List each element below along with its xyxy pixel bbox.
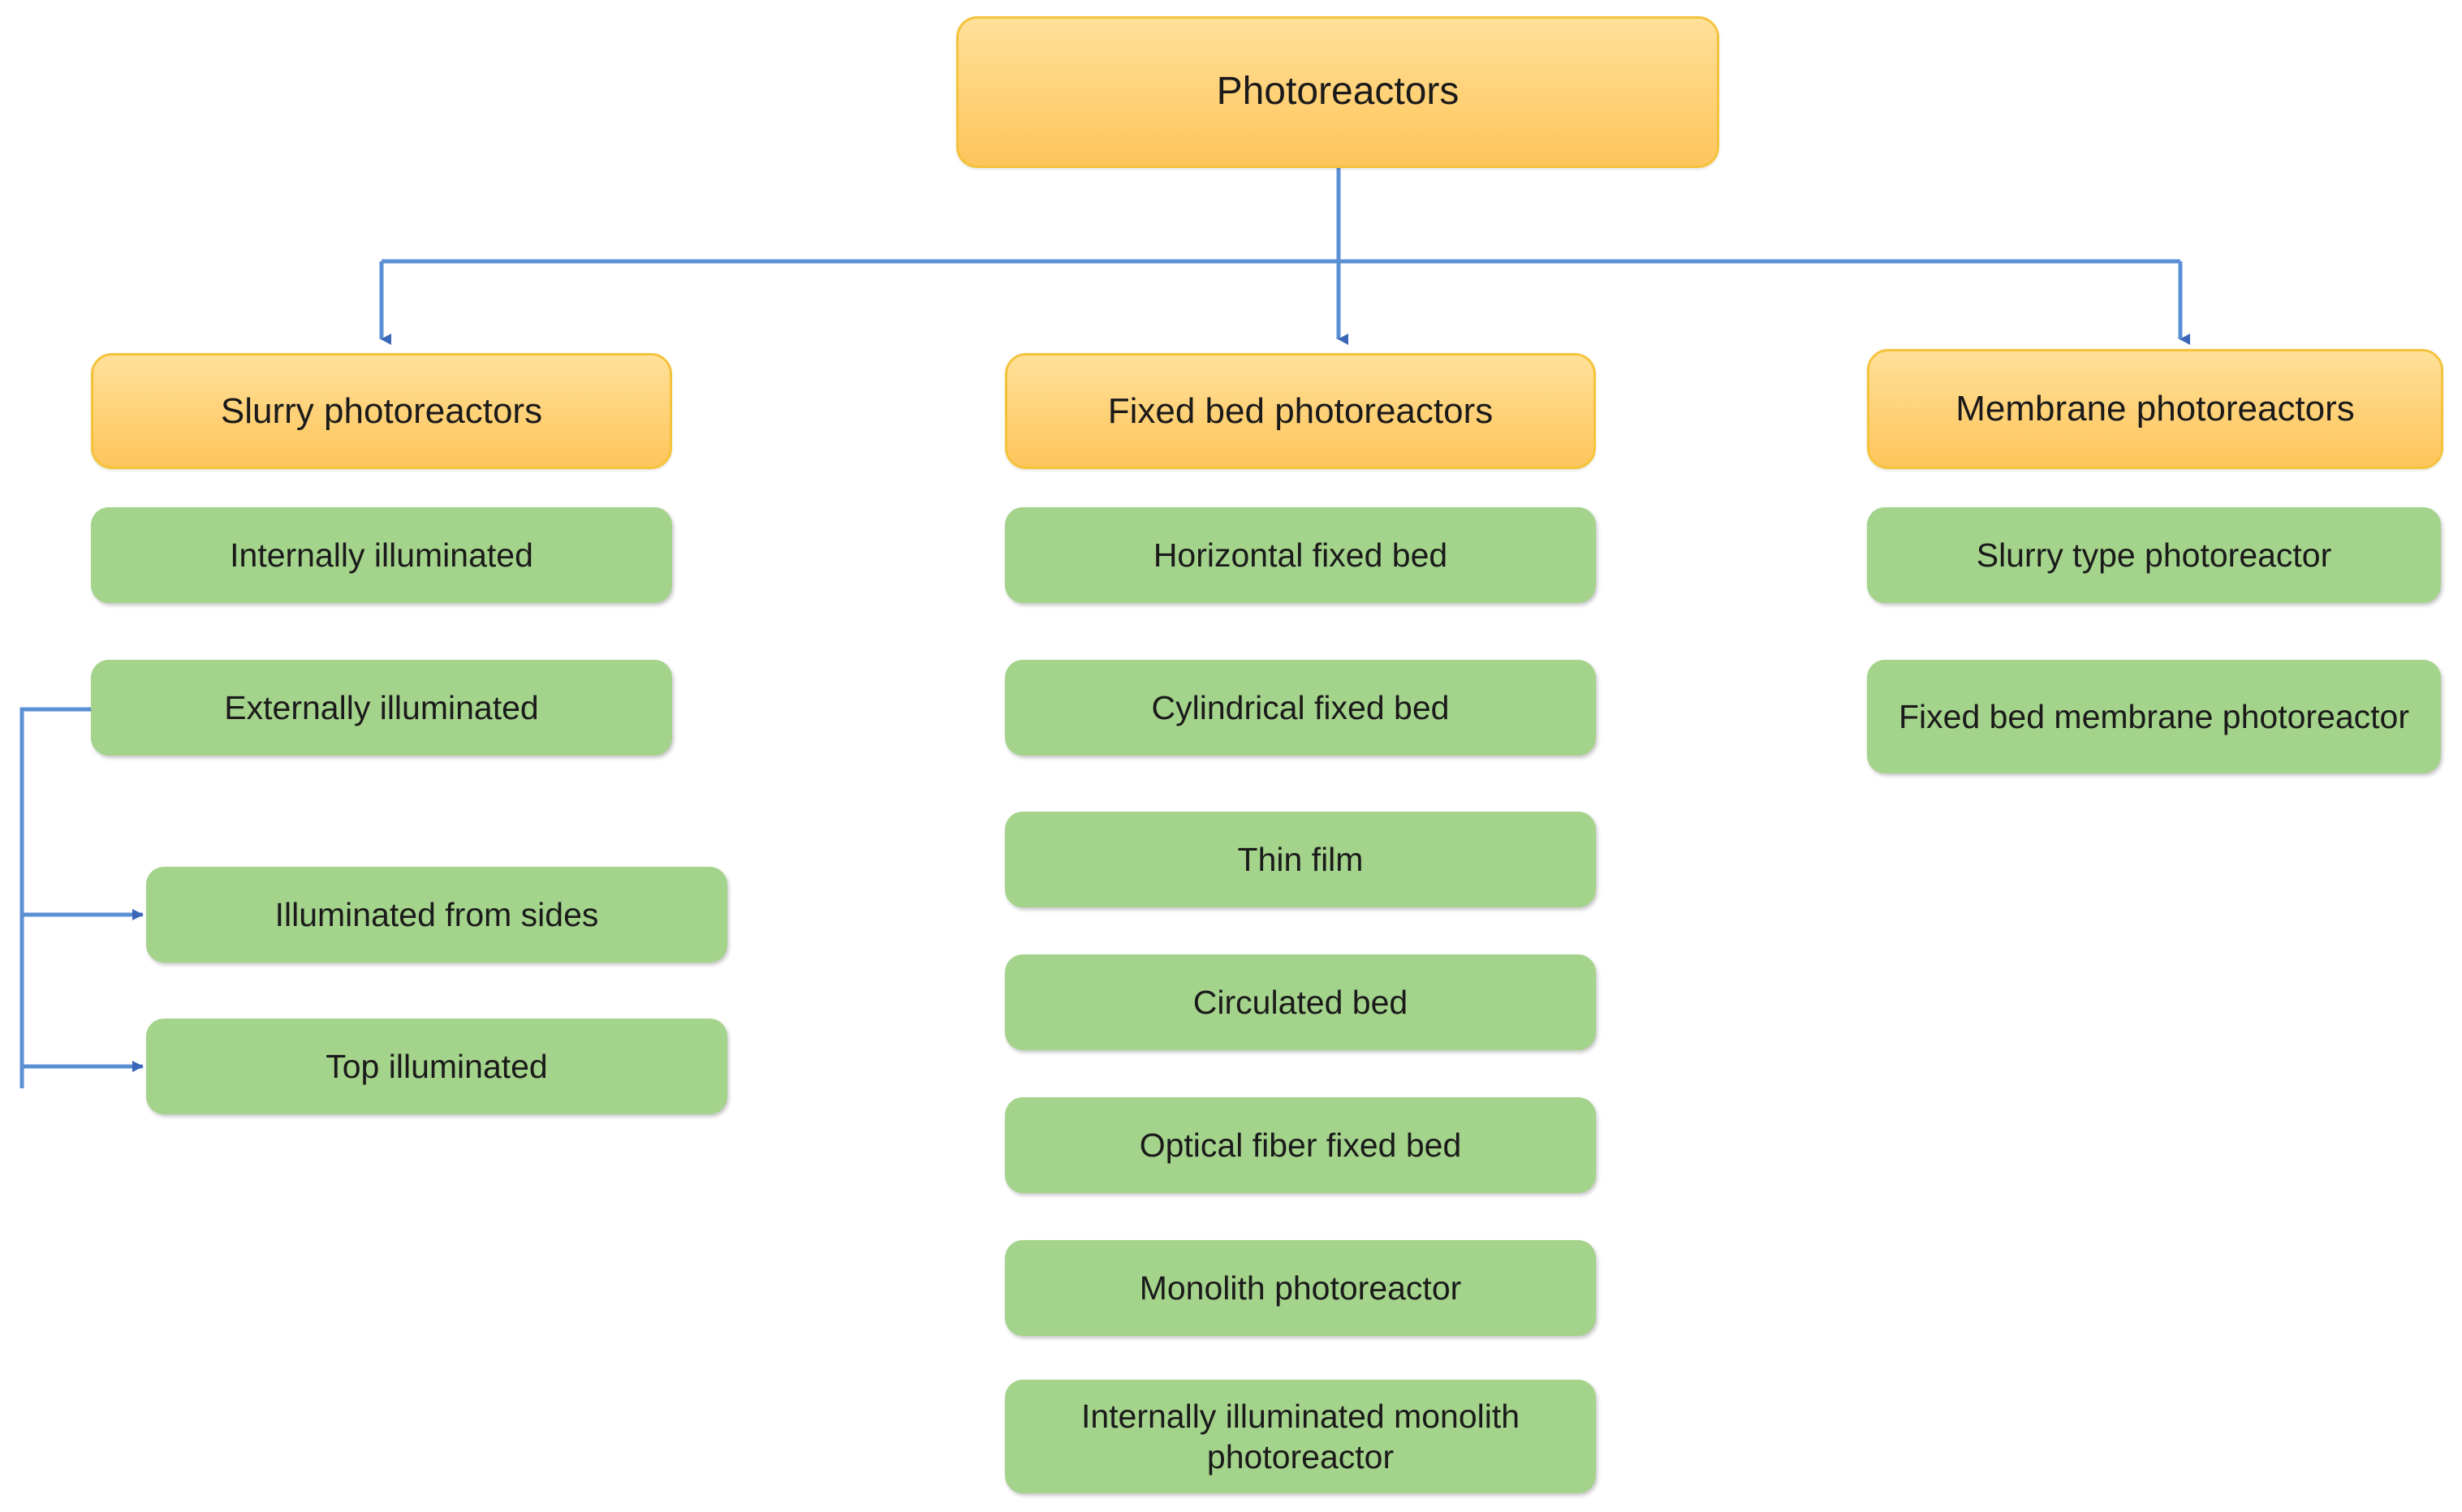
node-label: Internally illuminated monolith photorea… [1080, 1397, 1520, 1475]
node-leaf-thin-film[interactable]: Thin film [1005, 812, 1596, 907]
edge-external-to-spine [19, 707, 91, 1088]
node-category-slurry-photoreactors[interactable]: Slurry photoreactors [91, 353, 672, 469]
node-label: Monolith photoreactor [1139, 1269, 1462, 1307]
node-label: Internally illuminated [230, 536, 533, 574]
node-label: Circulated bed [1192, 983, 1408, 1021]
node-label: Slurry photoreactors [220, 390, 543, 431]
node-leaf-top-illuminated[interactable]: Top illuminated [146, 1019, 727, 1114]
node-category-fixed-bed-photoreactors[interactable]: Fixed bed photoreactors [1005, 353, 1596, 469]
node-leaf-slurry-type-photoreactor[interactable]: Slurry type photoreactor [1867, 507, 2441, 603]
node-leaf-cylindrical-fixed-bed[interactable]: Cylindrical fixed bed [1005, 660, 1596, 756]
node-label: Optical fiber fixed bed [1139, 1126, 1462, 1164]
node-leaf-illuminated-from-sides[interactable]: Illuminated from sides [146, 867, 727, 963]
node-label: Top illuminated [326, 1047, 548, 1085]
node-leaf-monolith-photoreactor[interactable]: Monolith photoreactor [1005, 1240, 1596, 1336]
node-leaf-internally-illuminated-monolith-photoreactor[interactable]: Internally illuminated monolith photorea… [1005, 1380, 1596, 1493]
node-label: Photoreactors [1216, 70, 1460, 114]
node-label: Membrane photoreactors [1955, 389, 2355, 429]
node-leaf-fixed-bed-membrane-photoreactor[interactable]: Fixed bed membrane photoreactor [1867, 660, 2441, 773]
node-leaf-internally-illuminated[interactable]: Internally illuminated [91, 507, 672, 603]
node-leaf-horizontal-fixed-bed[interactable]: Horizontal fixed bed [1005, 507, 1596, 603]
node-label: Slurry type photoreactor [1976, 536, 2332, 574]
node-label: Illuminated from sides [274, 895, 599, 933]
node-label: Externally illuminated [224, 688, 539, 726]
node-label: Fixed bed photoreactors [1107, 390, 1494, 431]
node-leaf-externally-illuminated[interactable]: Externally illuminated [91, 660, 672, 756]
node-category-membrane-photoreactors[interactable]: Membrane photoreactors [1867, 349, 2443, 469]
node-label: Cylindrical fixed bed [1151, 688, 1450, 726]
node-leaf-circulated-bed[interactable]: Circulated bed [1005, 954, 1596, 1050]
node-leaf-optical-fiber-fixed-bed[interactable]: Optical fiber fixed bed [1005, 1097, 1596, 1193]
node-root-photoreactors[interactable]: Photoreactors [956, 16, 1719, 168]
node-label: Fixed bed membrane photoreactor [1898, 697, 2409, 735]
node-label: Thin film [1237, 840, 1364, 878]
node-label: Horizontal fixed bed [1153, 536, 1448, 574]
